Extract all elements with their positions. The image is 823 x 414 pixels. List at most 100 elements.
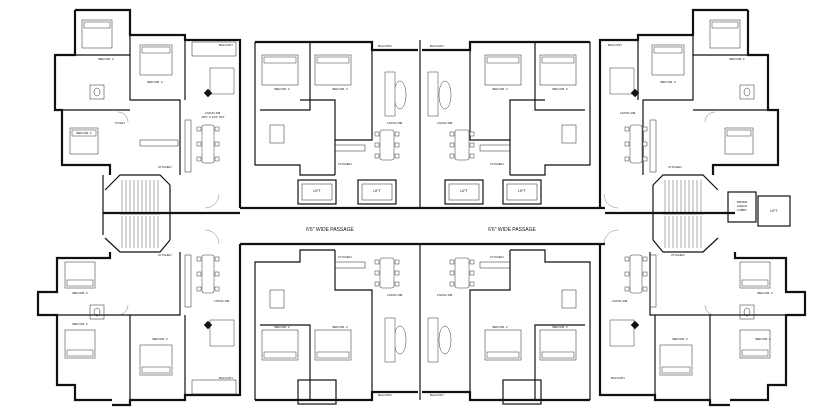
lift-group: LIFT LIFT LIFT LIFT LIFT	[297, 179, 791, 405]
lift-car-6	[502, 379, 542, 405]
dining-chair	[374, 270, 380, 276]
lift-label-3: LIFT	[460, 189, 468, 193]
dining-chair	[196, 256, 202, 262]
dining-chair	[394, 142, 400, 148]
label-balcony-br: BALCONY	[611, 376, 625, 380]
dining-chair	[624, 271, 630, 277]
label-living-br: LIVING RM.	[612, 299, 628, 303]
label-bedrm3-tl: BED RM. 3	[147, 80, 162, 84]
dining-chair	[394, 131, 400, 137]
door-swings	[117, 111, 716, 316]
unit-top-left	[53, 8, 242, 208]
smoke-check-lobby: SMOKE CHECK LOBBY	[727, 191, 757, 223]
dining-chair	[449, 270, 455, 276]
unit-top-center-left	[254, 40, 418, 176]
label-balcony-tl: BALCONY	[219, 43, 233, 47]
label-bedrm3-bc2: BED RM. 3	[552, 325, 567, 329]
dining-chair	[642, 126, 648, 132]
toilet-fixtures	[89, 84, 755, 320]
label-kitchen-br: KITCHEN	[671, 253, 684, 257]
dining-chair	[469, 131, 475, 137]
label-bedrm3-bl-b: BED RM. 3	[152, 337, 167, 341]
label-bedrm3-tc2: BED RM. 3	[552, 87, 567, 91]
lift-car-4	[502, 179, 542, 205]
staircase-left	[104, 174, 171, 253]
dining-chair	[394, 270, 400, 276]
dining-chair	[642, 156, 648, 162]
lift-label-1: LIFT	[313, 189, 321, 193]
dining-chair	[374, 281, 380, 287]
label-bedrm3-bl: BED RM. 3	[72, 291, 87, 295]
label-bedrm3-tr: BED RM. 3	[660, 80, 675, 84]
dining-chair	[214, 256, 220, 262]
label-kitchen-tc1: KITCHEN	[338, 162, 351, 166]
label-balcony-bc1: BALCONY	[378, 393, 392, 397]
dining-chair	[449, 259, 455, 265]
dining-chair	[469, 281, 475, 287]
dining-chair	[624, 126, 630, 132]
label-kitchen-tc2: KITCHEN	[490, 162, 503, 166]
label-bedrm2-bc1: BED RM. 2	[274, 325, 289, 329]
central-corridor: 6'6" WIDE PASSAGE 6'6" WIDE PASSAGE	[102, 40, 735, 400]
dining-chair	[394, 153, 400, 159]
dining-chair	[449, 142, 455, 148]
label-balcony-tc1: BALCONY	[378, 44, 392, 48]
lift-label-7: LIFT	[770, 209, 778, 213]
dining-chair	[214, 126, 220, 132]
label-living-bc2: LIVING RM.	[437, 293, 453, 297]
label-bedrm2-tl: BED RM. 2	[98, 57, 113, 61]
label-bedrm2-tc2: BED RM. 2	[492, 87, 507, 91]
label-bedrm3-br: BED RM. 3	[757, 291, 772, 295]
label-bedrm2-tr: BED RM. 2	[729, 57, 744, 61]
dining-chair	[196, 156, 202, 162]
label-living-tc1: LIVING RM.	[387, 121, 403, 125]
dining-chair	[374, 142, 380, 148]
label-living-tc2: LIVING RM.	[437, 121, 453, 125]
unit-bottom-right	[598, 244, 807, 407]
dining-chair	[374, 131, 380, 137]
lift-label-2: LIFT	[373, 189, 381, 193]
room-labels: BALCONY BED RM. 2 BED RM. 3 LIVING RM. 1…	[72, 43, 772, 397]
lift-label-4: LIFT	[518, 189, 526, 193]
dining-chair	[624, 156, 630, 162]
label-kitchen-bc1: KITCHEN	[338, 255, 351, 259]
dining-chair	[196, 141, 202, 147]
dining-chair	[642, 271, 648, 277]
dining-chair	[374, 259, 380, 265]
dining-chair	[374, 153, 380, 159]
label-bedrm2-tl-b: BED RM. 2	[76, 131, 91, 135]
dining-tables	[196, 124, 648, 294]
smoke-lobby-line-1: SMOKE	[737, 200, 748, 204]
label-bedrm2-br: BED RM. 2	[755, 337, 770, 341]
smoke-lobby-line-2: CHECK	[737, 204, 748, 208]
label-bedrm3-tc1: BED RM. 3	[332, 87, 347, 91]
dining-chair	[469, 270, 475, 276]
smoke-lobby-line-3: LOBBY	[737, 208, 747, 212]
dining-chair	[469, 259, 475, 265]
dining-chair	[469, 142, 475, 148]
dining-chair	[394, 259, 400, 265]
dining-chair	[214, 286, 220, 292]
label-kitchen-bc2: KITCHEN	[490, 255, 503, 259]
label-kitchen-tr: KITCHEN	[668, 165, 681, 169]
label-living-tr: LIVING RM.	[620, 111, 636, 115]
dining-chair	[624, 256, 630, 262]
label-living-tl: LIVING RM.	[205, 111, 221, 115]
dining-chair	[214, 156, 220, 162]
label-bedrm2-bc2: BED RM. 2	[492, 325, 507, 329]
sofas-and-rugs	[203, 67, 640, 363]
label-kitchen-tl: KITCHEN	[158, 165, 171, 169]
label-living-size-tl: 10'0" X 21'0" SFT	[201, 115, 225, 119]
dining-chair	[469, 153, 475, 159]
label-living-bl: LIVING RM.	[214, 299, 230, 303]
dining-chair	[394, 281, 400, 287]
passage-label-right: 6'6" WIDE PASSAGE	[488, 227, 536, 233]
lift-car-5	[297, 379, 337, 405]
label-balcony-bc2: BALCONY	[430, 393, 444, 397]
dining-chair	[449, 131, 455, 137]
lift-car-2	[357, 179, 397, 205]
label-living-bc1: LIVING RM.	[387, 293, 403, 297]
unit-bottom-left	[36, 244, 242, 407]
label-bedrm2-tc1: BED RM. 2	[274, 87, 289, 91]
